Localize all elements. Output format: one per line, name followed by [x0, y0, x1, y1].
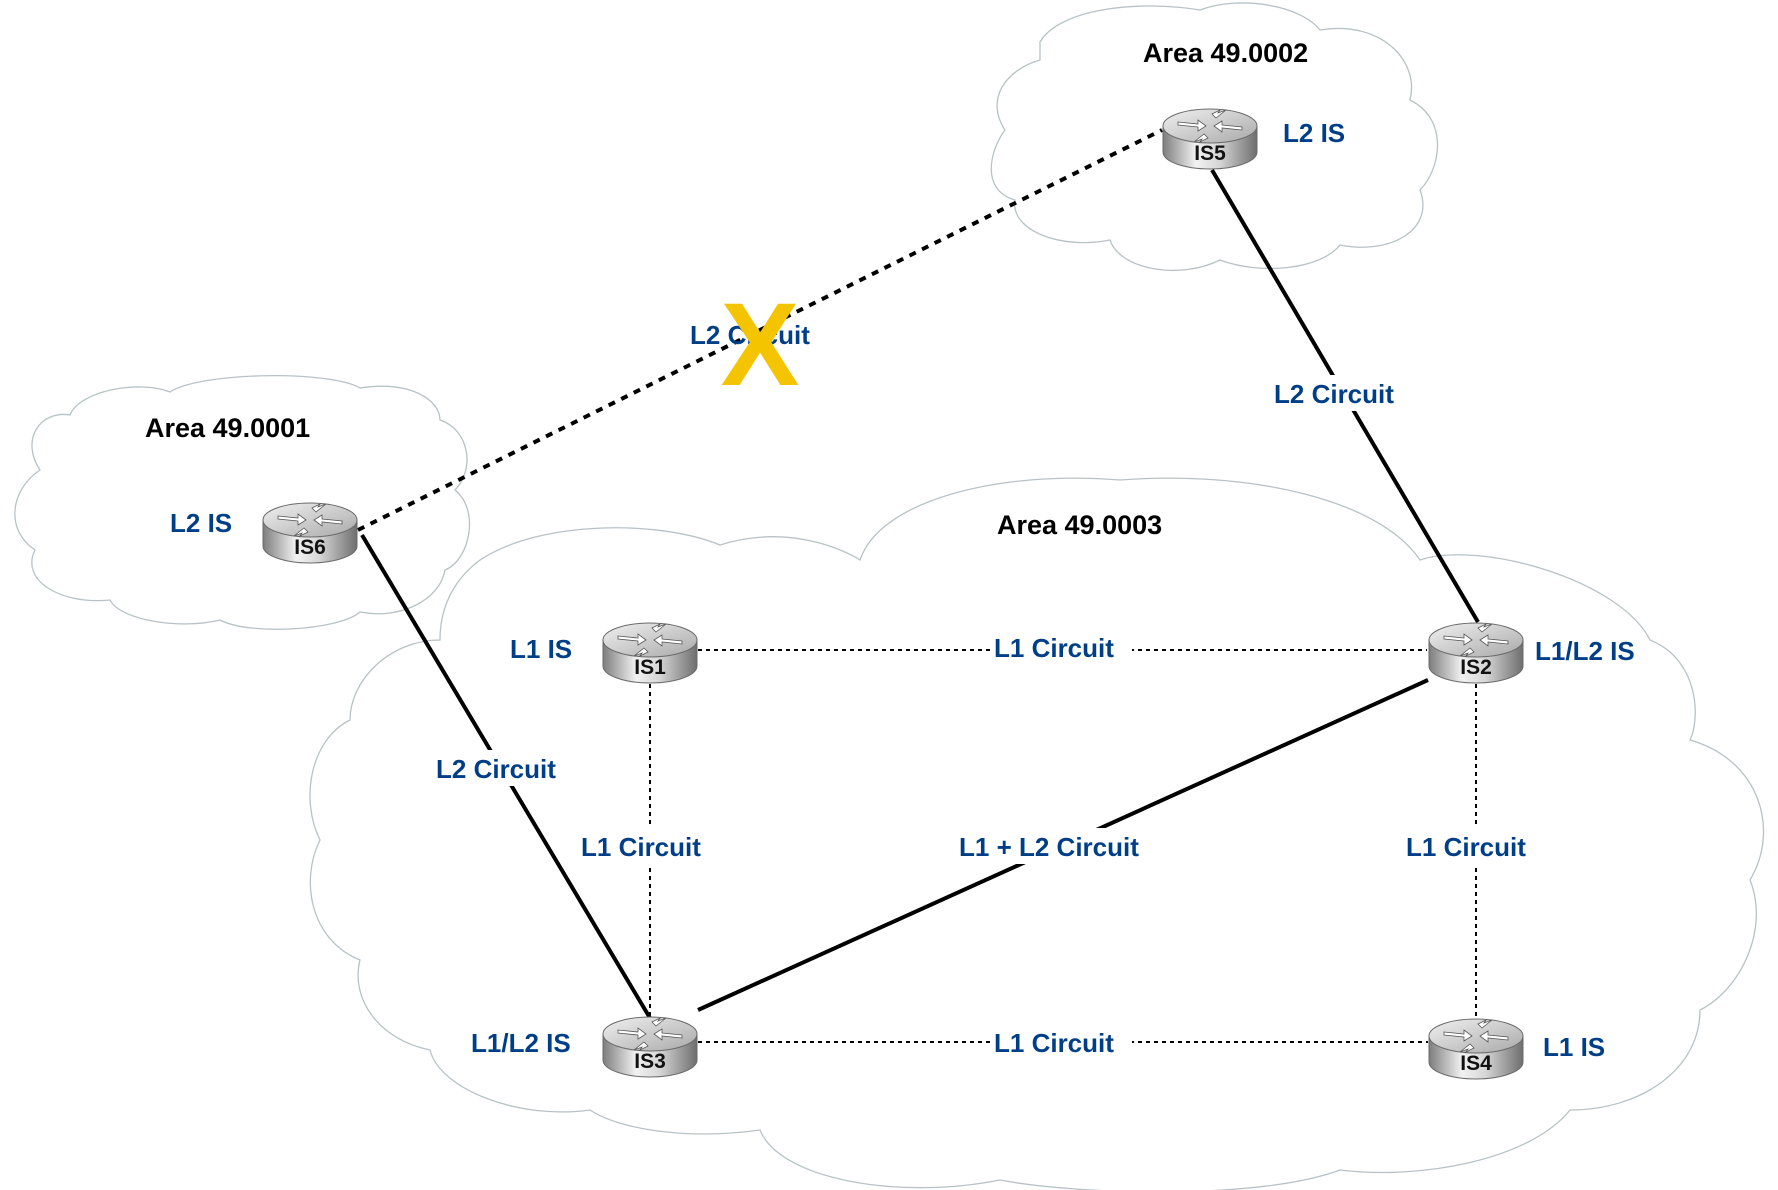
router-name: IS6: [294, 536, 326, 559]
router-name: IS1: [634, 656, 666, 679]
link-label-is1-is2: L1 Circuit: [994, 633, 1114, 663]
link-is6-is5[interactable]: [357, 128, 1163, 532]
router-name: IS2: [1460, 656, 1492, 679]
link-label-is5-is2: L2 Circuit: [1274, 379, 1394, 409]
router-role-is6: L2 IS: [170, 508, 232, 538]
router-role-is5: L2 IS: [1283, 118, 1345, 148]
area-title-49-0001: Area 49.0001: [145, 413, 310, 443]
link-label-is2-is4: L1 Circuit: [1406, 832, 1526, 862]
router-is2[interactable]: IS2: [1428, 622, 1524, 684]
router-is4[interactable]: IS4: [1428, 1018, 1524, 1080]
router-role-is4: L1 IS: [1543, 1032, 1605, 1062]
router-is1[interactable]: IS1: [602, 622, 698, 684]
router-role-is2: L1/L2 IS: [1535, 636, 1635, 666]
router-is3[interactable]: IS3: [602, 1016, 698, 1078]
link-label-is3-is4: L1 Circuit: [994, 1028, 1114, 1058]
link-label-is6-is3: L2 Circuit: [436, 754, 556, 784]
router-role-is3: L1/L2 IS: [471, 1028, 571, 1058]
link-label-is6-is5: L2 Circuit: [690, 320, 810, 350]
link-label-is3-is2: L1 + L2 Circuit: [959, 832, 1139, 862]
router-name: IS5: [1194, 142, 1226, 165]
router-role-is1: L1 IS: [510, 634, 572, 664]
router-is5[interactable]: IS5: [1162, 108, 1258, 170]
area-cloud-49-0001: [14, 375, 471, 630]
link-failure-x-icon: X: [721, 279, 800, 411]
link-label-is1-is3: L1 Circuit: [581, 832, 701, 862]
area-title-49-0002: Area 49.0002: [1143, 38, 1308, 68]
area-title-49-0003: Area 49.0003: [997, 510, 1162, 540]
router-name: IS4: [1460, 1052, 1492, 1075]
router-is6[interactable]: IS6: [262, 502, 358, 564]
router-name: IS3: [634, 1050, 666, 1073]
